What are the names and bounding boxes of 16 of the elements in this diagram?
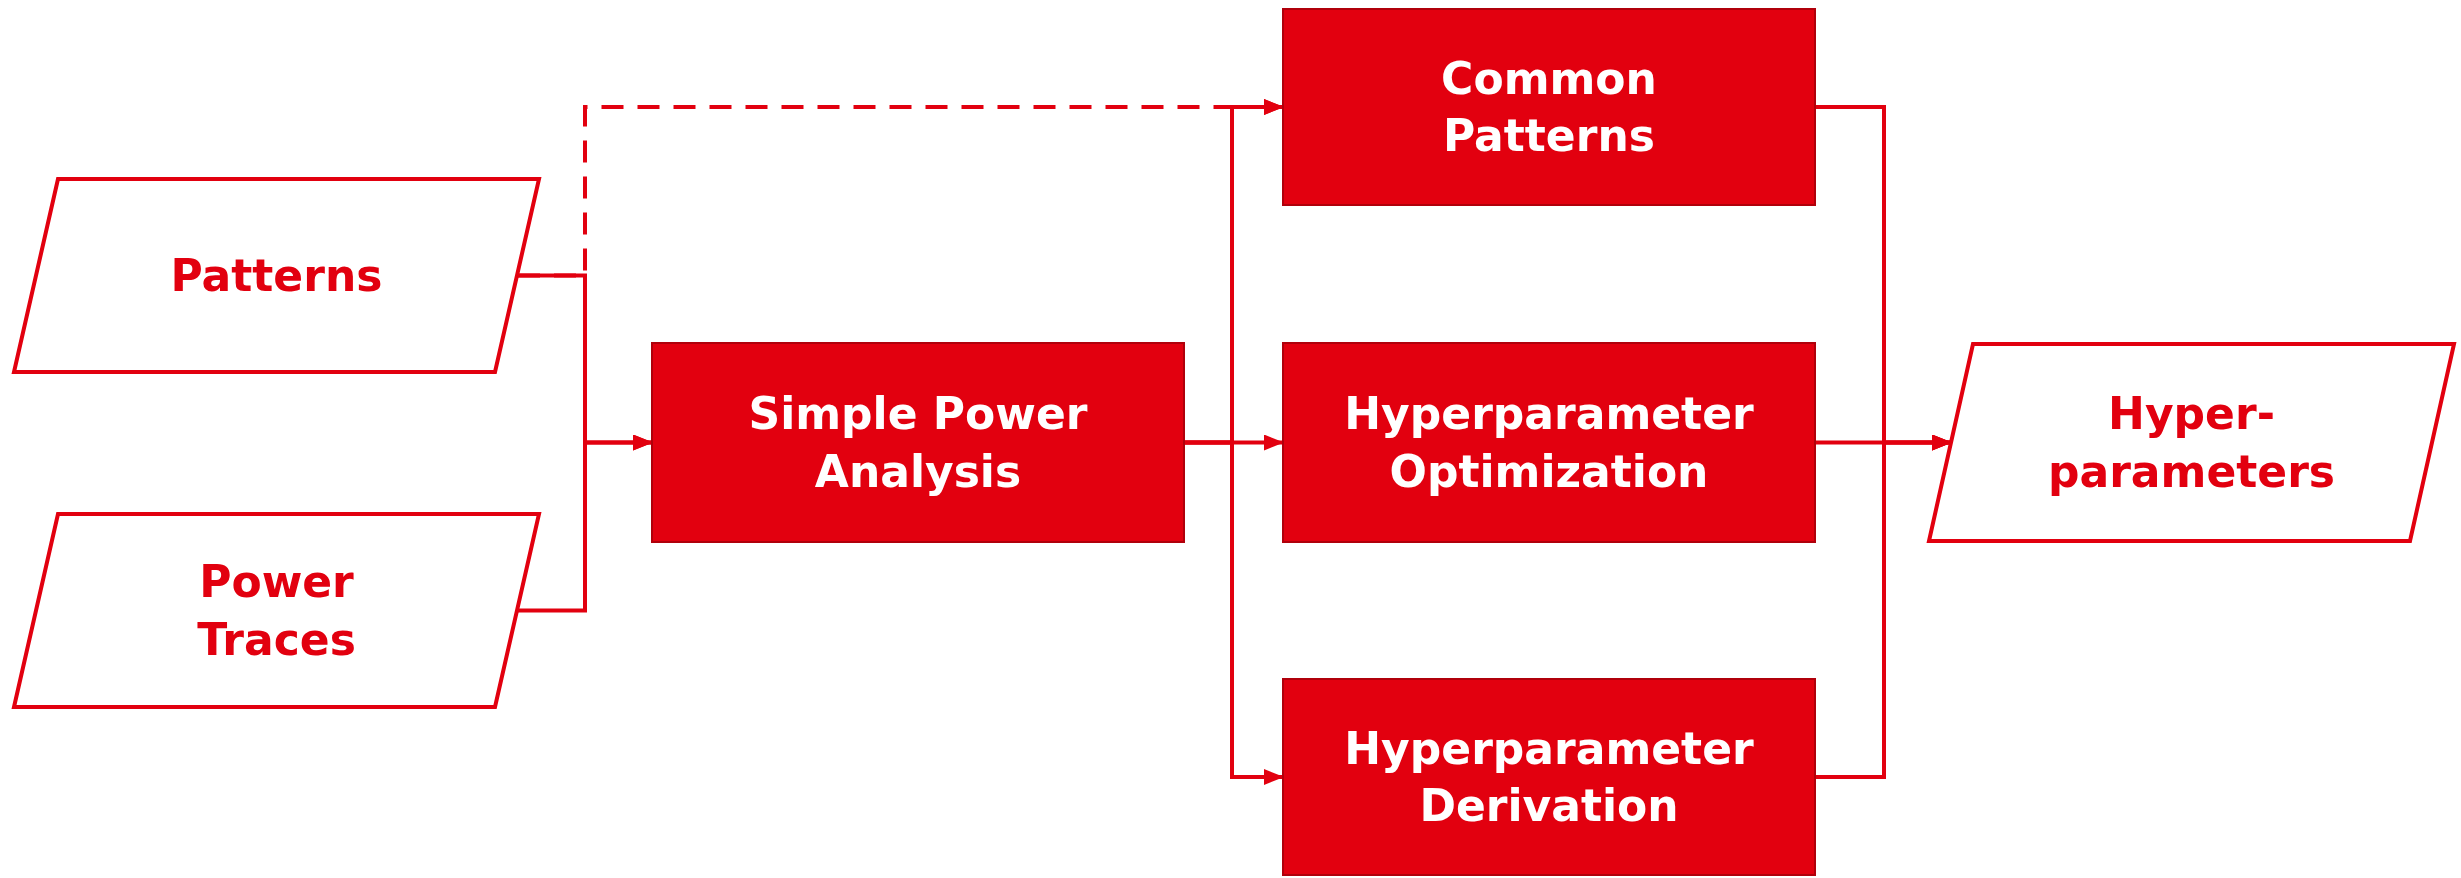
process-box — [1282, 678, 1816, 876]
node-label: Power Traces — [196, 555, 357, 667]
arrow — [518, 434, 653, 613]
arrow — [1185, 440, 1284, 785]
node-label: Common Patterns — [1440, 51, 1658, 163]
node-label: Hyperparameter Optimization — [1343, 387, 1755, 499]
process-box — [1282, 342, 1816, 543]
process-box — [1282, 8, 1816, 206]
process-box — [651, 342, 1185, 543]
node-label: Simple Power Analysis — [747, 387, 1089, 499]
node-label: Patterns — [169, 248, 384, 303]
data-parallelogram — [12, 512, 541, 709]
data-parallelogram — [12, 177, 541, 374]
node-label: Hyper- parameters — [2047, 387, 2336, 499]
data-parallelogram — [1927, 342, 2456, 543]
node-label: Hyperparameter Derivation — [1343, 721, 1755, 833]
